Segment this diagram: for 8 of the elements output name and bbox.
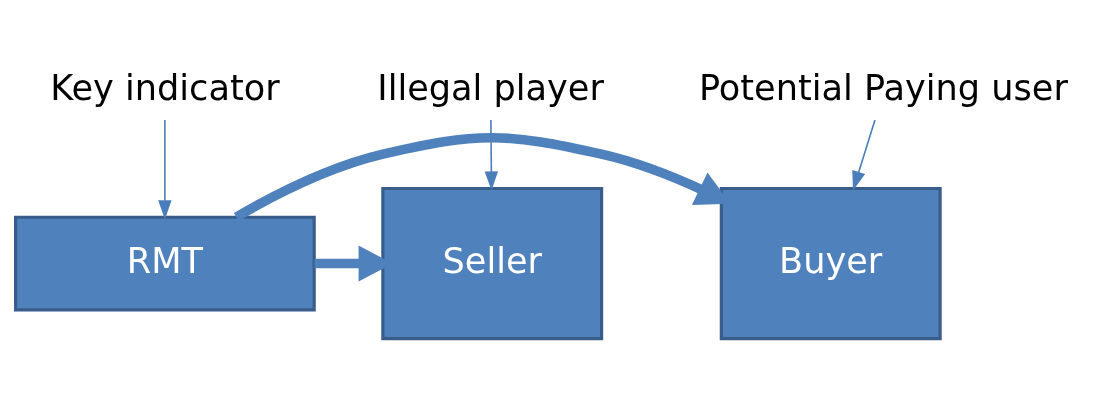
node-box: Buyer [719, 186, 942, 341]
arrow [852, 119, 876, 191]
node-box: RMT [14, 215, 316, 312]
node-box: Seller [381, 186, 604, 341]
node-text: Key indicator [50, 67, 280, 109]
arrow [158, 119, 172, 220]
node-text: Potential Paying user [698, 67, 1068, 109]
node-text: Illegal player [377, 67, 604, 109]
